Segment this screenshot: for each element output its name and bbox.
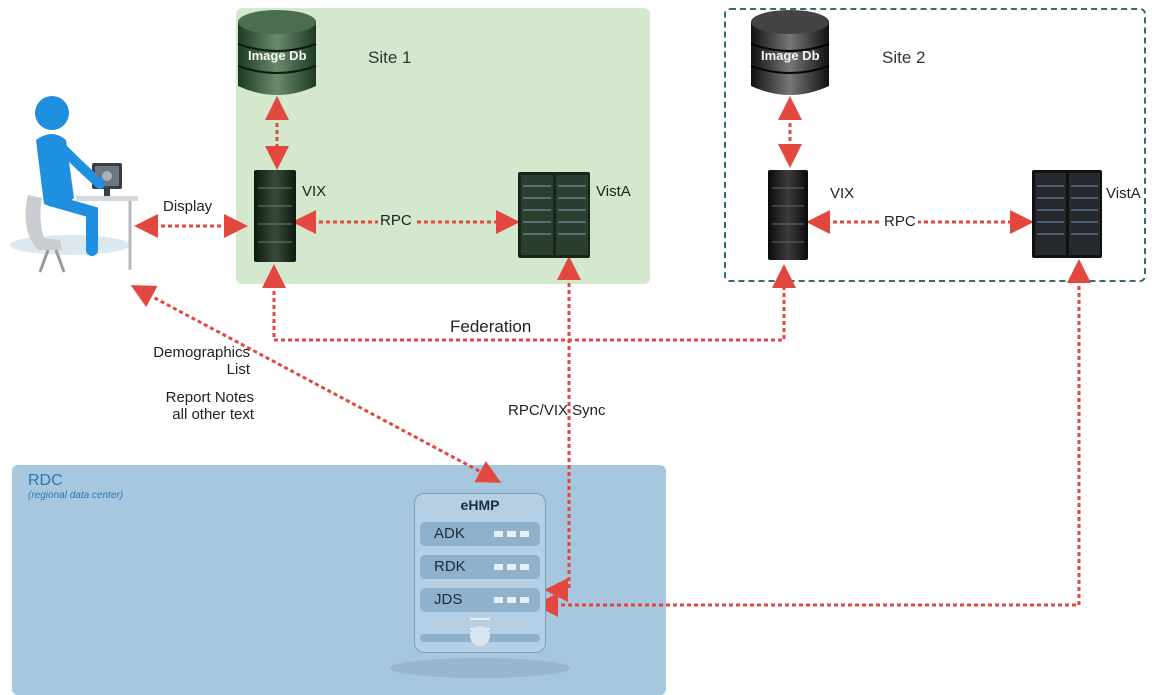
imagedb1-label: Image Db [248,48,307,63]
rpc-vix-sync-link [544,256,581,602]
federation-label: Federation [450,317,532,336]
rpc2-label: RPC [882,213,918,230]
rpc-vix-sync-label: RPC/VIX Sync [508,402,606,419]
vix2-server-icon [768,170,808,260]
imagedb2-label: Image Db [761,48,820,63]
vix1-label: VIX [302,183,327,200]
ehmp-row-label: ADK [434,525,465,542]
imagedb1-icon [237,10,317,95]
site2-title: Site 2 [882,48,926,67]
imagedb2-icon [750,10,830,95]
ehmp-row-jds: JDS [420,588,540,612]
indicator-lights-icon [494,597,530,603]
ehmp-base-decoration [390,658,570,678]
vista2-jds-link [534,259,1091,617]
report-notes-label: Report Notes [165,389,254,406]
power-button-icon [470,626,490,646]
ehmp-title: eHMP [460,497,500,513]
vista1-label: VistA [596,183,631,200]
list-label: List [226,361,250,378]
user-workstation-icon [10,96,138,273]
vista1-server-icon [518,172,590,258]
ehmp-row-label: RDK [434,558,466,575]
vista2-server-icon [1032,170,1102,258]
rpc1-label: RPC [378,212,414,229]
indicator-lights-icon [494,531,530,537]
site1-title: Site 1 [368,48,412,67]
demographics-label: Demographics [153,344,250,361]
ehmp-row-rdk: RDK [420,555,540,579]
rdc-subtitle: (regional data center) [28,490,124,501]
display-label: Display [163,198,213,215]
indicator-lights-icon [494,564,530,570]
vista2-label: VistA [1106,185,1141,202]
demographics-link [130,285,502,483]
ehmp-row-label: JDS [434,591,463,608]
vix1-server-icon [254,170,296,262]
rdc-title: RDC [28,472,63,489]
vix2-label: VIX [830,185,855,202]
ehmp-row-adk: ADK [420,522,540,546]
all-other-text-label: all other text [172,406,254,423]
